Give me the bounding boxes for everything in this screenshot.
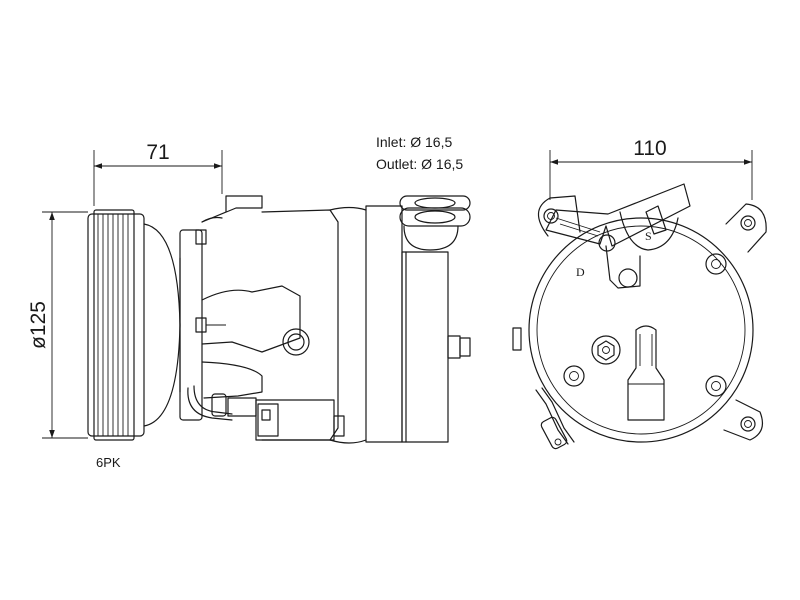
outlet-spec: Outlet: Ø 16,5 bbox=[376, 156, 463, 172]
wire-connector bbox=[187, 385, 345, 441]
mounting-ears bbox=[537, 195, 767, 441]
rear-view: D S bbox=[512, 137, 767, 450]
dim-diameter-label: ø125 bbox=[27, 301, 50, 349]
refrigerant-ports bbox=[399, 195, 471, 251]
port-letter-discharge: D bbox=[576, 265, 585, 279]
side-view: 71 ø125 6PK bbox=[27, 141, 471, 470]
dim-width-top: 71 bbox=[93, 141, 223, 206]
compressor-body bbox=[261, 205, 471, 444]
pulley bbox=[87, 209, 181, 441]
housing-bolts bbox=[563, 253, 727, 397]
port-plate bbox=[545, 183, 691, 289]
port-letter-suction: S bbox=[645, 229, 652, 243]
pulley-label: 6PK bbox=[96, 455, 121, 470]
dim-width-top-label: 71 bbox=[146, 141, 169, 164]
rear-lead bbox=[512, 327, 575, 450]
inlet-spec: Inlet: Ø 16,5 bbox=[376, 134, 452, 150]
control-valve bbox=[627, 325, 665, 421]
dim-width-right-label: 110 bbox=[633, 137, 666, 160]
center-valve bbox=[591, 335, 621, 365]
dim-diameter: ø125 bbox=[27, 211, 88, 439]
front-housing bbox=[179, 195, 310, 421]
dim-width-right: 110 bbox=[549, 137, 753, 200]
